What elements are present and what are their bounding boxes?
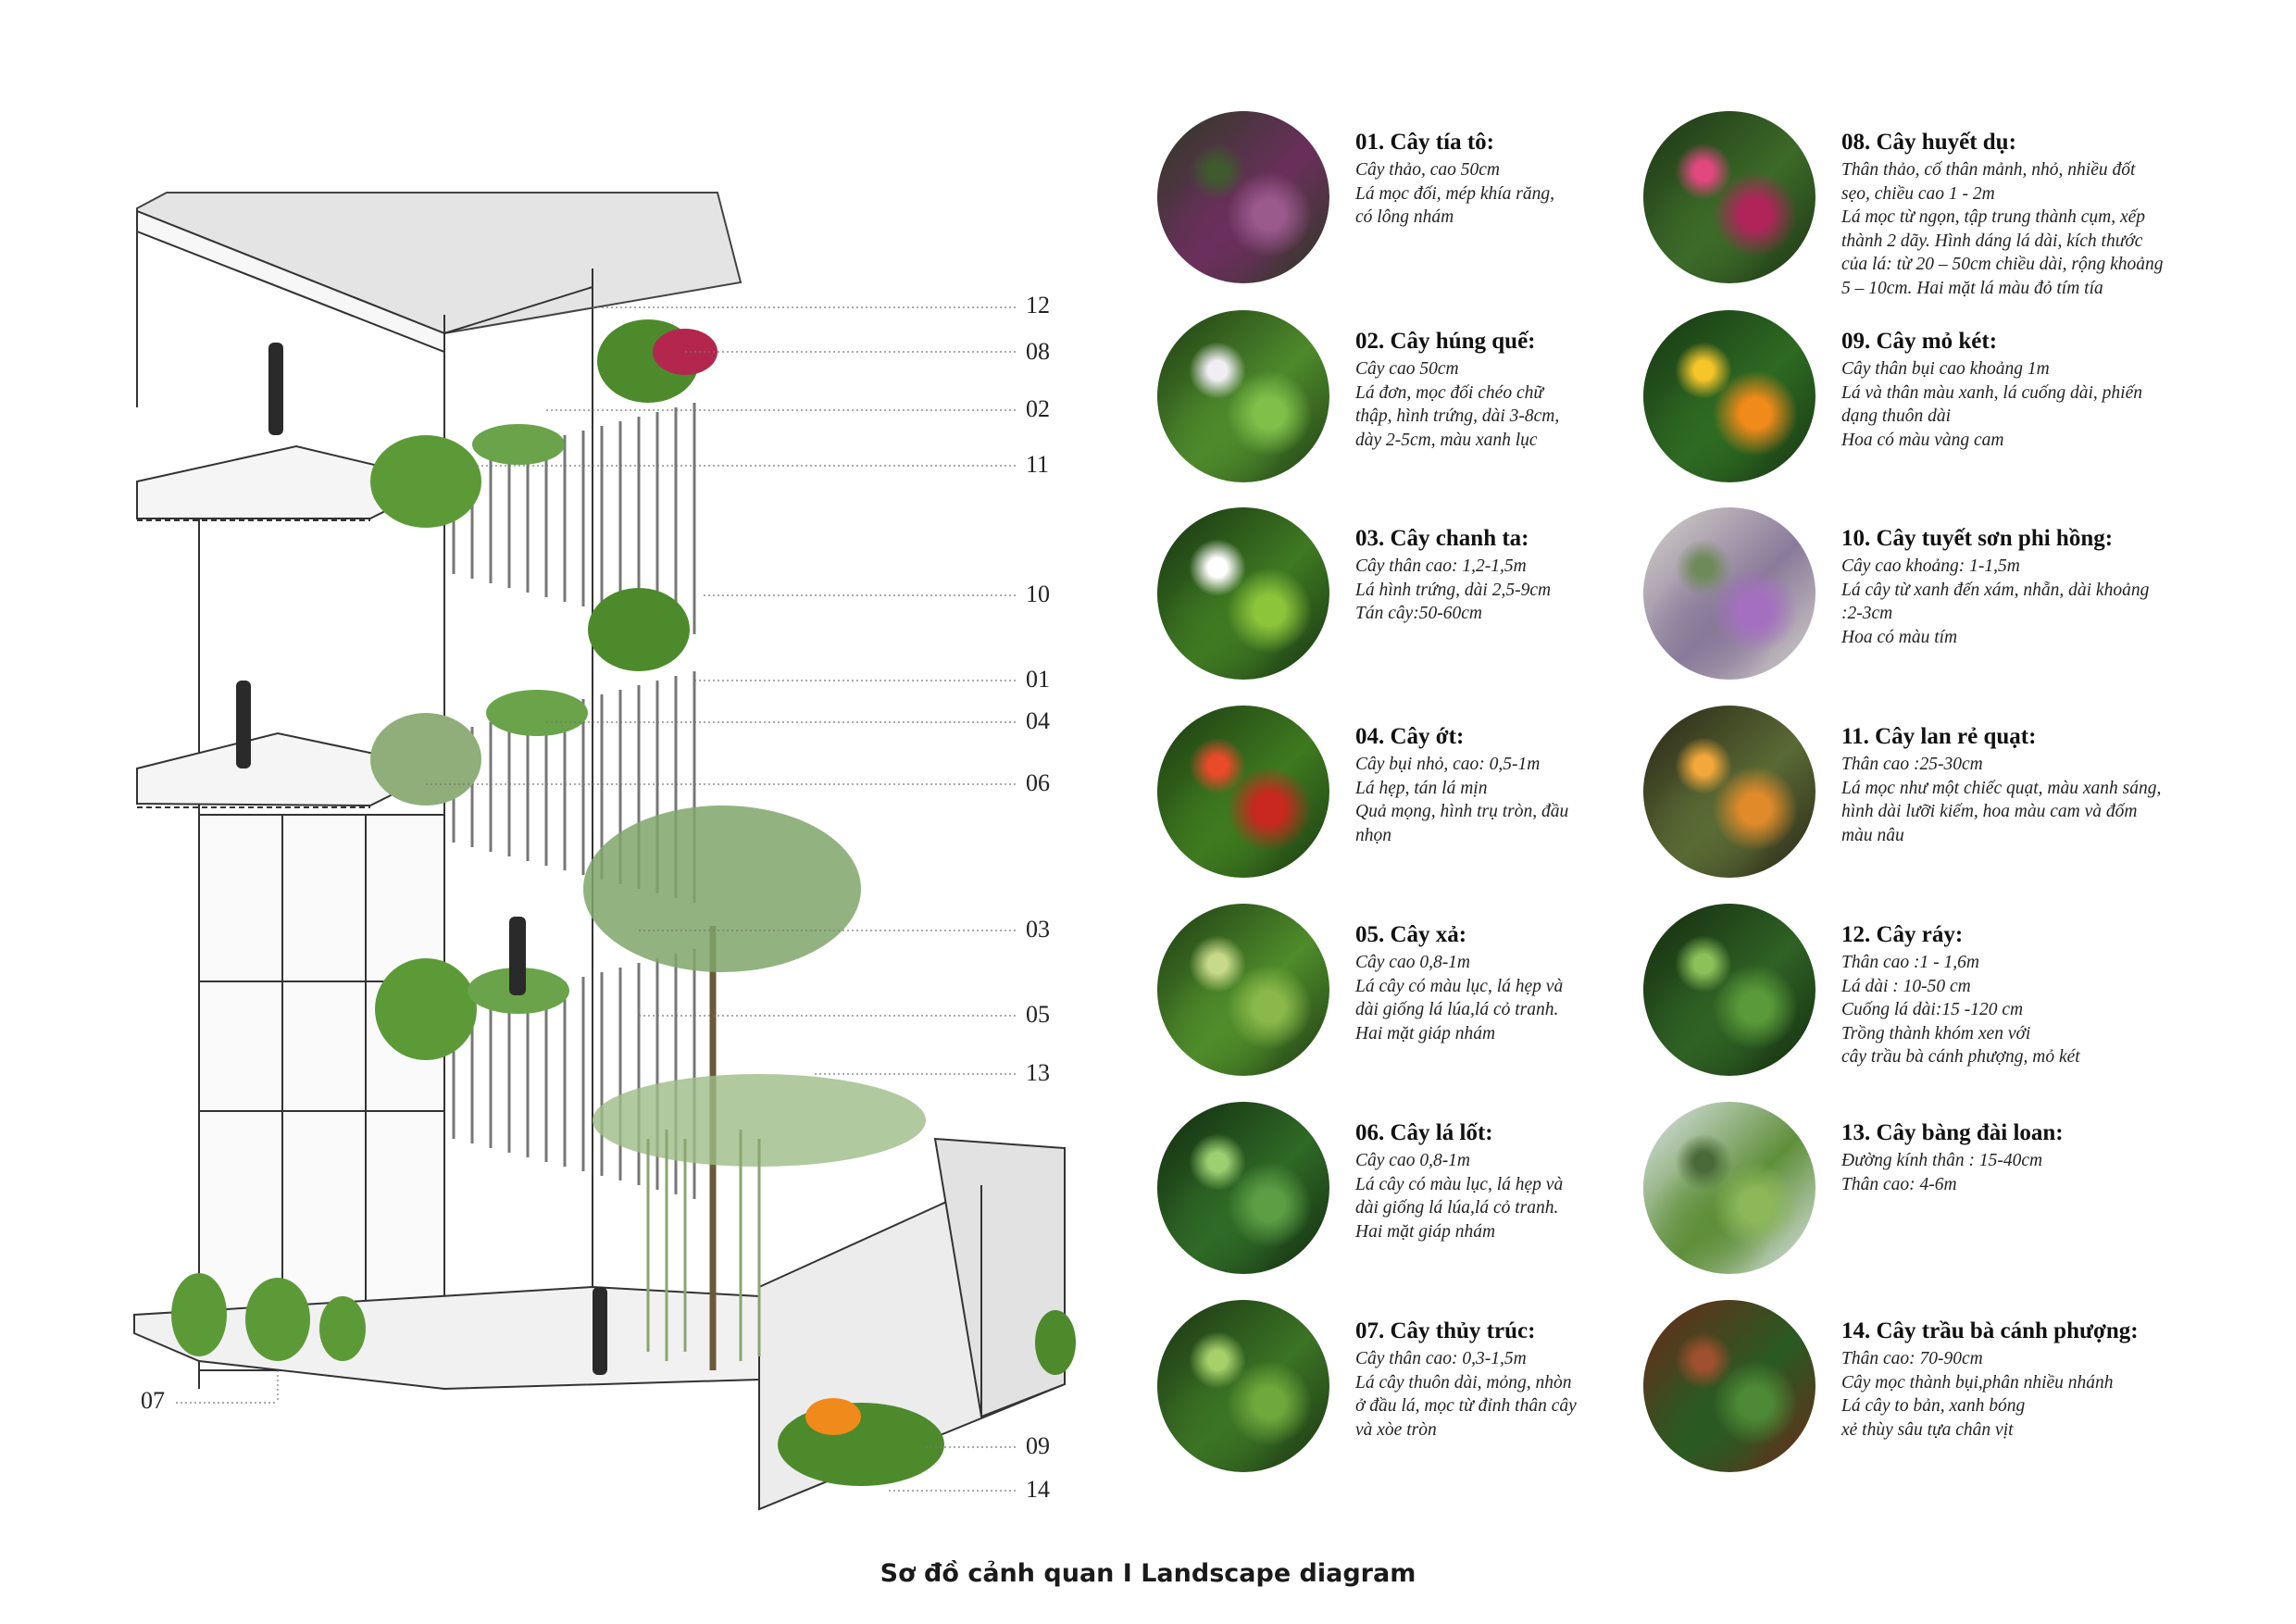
people [236,343,607,1375]
diagram-caption: Sơ đồ cảnh quan I Landscape diagram [880,1559,1416,1588]
callout-04: 04 [1026,707,1050,734]
callout-leaders [176,306,1018,1492]
plant-photo [1157,904,1329,1076]
callout-07: 07 [141,1387,165,1414]
plant-title: 11. Cây lan rẻ quạt: [1841,724,2037,749]
plant-photo [1643,111,1816,283]
lower-facade [198,814,445,1371]
plant-title: 05. Cây xả: [1355,922,1467,947]
callout-03: 03 [1026,916,1050,943]
building-landscape-axonometric [133,192,1076,1511]
plant-title: 04. Cây ớt: [1355,724,1465,749]
plant-title: 02. Cây húng quế: [1355,329,1536,354]
plant-photo [1157,310,1329,482]
callout-11: 11 [1026,451,1050,478]
plant-title: 13. Cây bàng đài loan: [1841,1120,2064,1145]
plant-title: 01. Cây tía tô: [1355,130,1494,155]
plant-title: 09. Cây mỏ két: [1841,329,1998,354]
plant-photo [1643,904,1816,1076]
plant-photo [1157,111,1329,283]
callout-08: 08 [1026,338,1050,365]
plant-photo [1157,1102,1329,1274]
callout-10: 10 [1026,581,1050,607]
plant-photo [1157,706,1329,878]
building-structure [133,192,1066,1511]
callout-05: 05 [1026,1001,1050,1028]
plant-title: 08. Cây huyết dụ: [1841,130,2016,155]
plant-photo [1643,1300,1816,1472]
plant-title: 03. Cây chanh ta: [1355,526,1529,551]
plant-title: 06. Cây lá lốt: [1355,1120,1493,1145]
plant-title: 12. Cây ráy: [1841,922,1964,947]
plant-title: 07. Cây thủy trúc: [1355,1318,1536,1343]
callout-02: 02 [1026,395,1050,422]
callout-09: 09 [1026,1432,1050,1459]
plant-title: 14. Cây trầu bà cánh phượng: [1841,1318,2139,1343]
plant-title: 10. Cây tuyết sơn phi hồng: [1841,526,2114,551]
plant-photo [1157,507,1329,680]
plant-photo [1157,1300,1329,1472]
tree-canopy [583,806,861,972]
plant-photo [1643,310,1816,482]
callout-01: 01 [1026,666,1050,693]
callout-13: 13 [1026,1059,1050,1086]
callout-14: 14 [1026,1476,1050,1503]
plant-photo [1643,507,1816,680]
vertical-fins [452,403,696,1199]
callout-12: 12 [1026,292,1050,319]
plant-photo [1643,1102,1816,1274]
callout-06: 06 [1026,769,1050,796]
plant-photo [1643,706,1816,878]
